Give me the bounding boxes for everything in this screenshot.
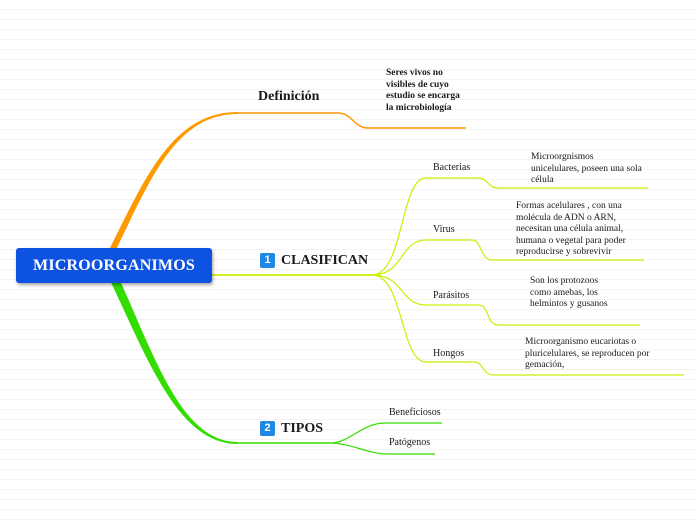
branch-definicion (106, 112, 238, 256)
topic-tipos-label: TIPOS (281, 421, 324, 436)
topic-definicion-label: Definición (258, 89, 320, 104)
topic-definicion[interactable]: Definición (258, 89, 319, 105)
topic-tipos[interactable]: 2 TIPOS (260, 421, 323, 437)
subtopic-beneficiosos[interactable]: Beneficiosos (389, 407, 441, 418)
note-definicion: Seres vivos no visibles de cuyo estudio … (386, 68, 460, 113)
line-definicion (238, 112, 466, 129)
subtopic-parasitos[interactable]: Parásitos (433, 290, 470, 301)
note-bacterias: Microorgnismos unicelulares, poseen una … (531, 152, 642, 185)
branch-tipos (108, 276, 238, 444)
subtopic-virus[interactable]: Virus (433, 224, 455, 235)
subtopic-bacterias[interactable]: Bacterias (433, 162, 471, 173)
topic-clasifican[interactable]: 1 CLASIFICAN (260, 253, 368, 269)
note-virus: Formas acelulares , con una molécula de … (516, 201, 626, 257)
topic-clasifican-label: CLASIFICAN (281, 253, 369, 268)
topic-number-badge: 2 (260, 421, 275, 436)
note-parasitos: Son los protozoos como amebas, los helmi… (530, 276, 608, 309)
subtopic-patogenos[interactable]: Patógenos (389, 437, 431, 448)
topic-number-badge: 1 (260, 253, 275, 268)
root-label: MICROORGANIMOS (33, 256, 195, 274)
note-hongos: Microorganismo eucariotas o pluricelular… (525, 337, 650, 370)
root-node[interactable]: MICROORGANIMOS (16, 248, 212, 283)
subtopic-hongos[interactable]: Hongos (433, 348, 465, 359)
